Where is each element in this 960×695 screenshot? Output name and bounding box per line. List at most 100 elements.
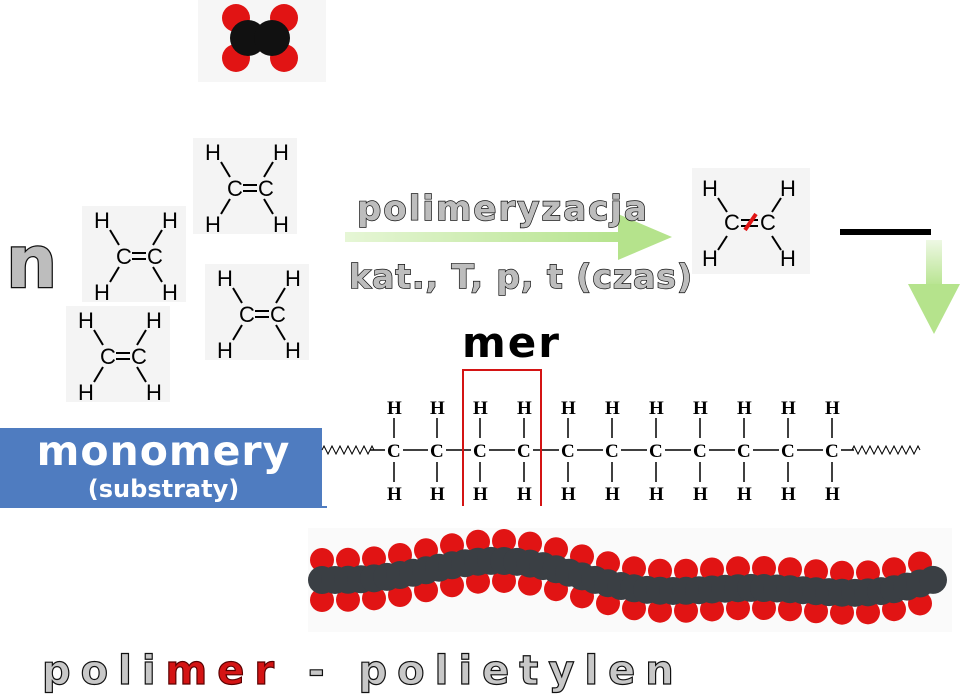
- hydrogen-sphere: [414, 578, 438, 603]
- carbon-sphere: [672, 576, 700, 605]
- carbon-sphere: [360, 564, 388, 593]
- carbon-sphere: [919, 565, 947, 594]
- footer-prefix: poli: [41, 647, 166, 694]
- carbon-atom: C: [473, 441, 487, 462]
- carbon-sphere: [802, 577, 830, 606]
- svg-text:H: H: [780, 176, 796, 201]
- footer-title: polimer - polietylen: [41, 647, 684, 694]
- hydrogen-sphere: [856, 560, 880, 585]
- carbon-sphere: [529, 552, 557, 581]
- chain-end-left: [321, 444, 375, 456]
- hydrogen-sphere: [544, 577, 568, 602]
- svg-text:C: C: [760, 210, 776, 235]
- hydrogen-atom: H: [693, 398, 708, 419]
- hydrogen-sphere: [726, 556, 750, 581]
- hydrogen-atom: H: [605, 398, 620, 419]
- hydrogen-sphere: [466, 569, 490, 594]
- carbon-sphere: [581, 565, 609, 594]
- arrow-top-label: polimeryzacja: [357, 189, 649, 229]
- hydrogen-sphere: [882, 557, 906, 582]
- hydrogen-sphere: [596, 551, 620, 576]
- carbon-sphere: [659, 576, 687, 605]
- hydrogen-atom: H: [430, 398, 445, 419]
- carbon-sphere: [451, 549, 479, 578]
- hydrogen-sphere: [518, 571, 542, 596]
- hydrogen-sphere: [336, 547, 360, 572]
- carbon-sphere: [750, 574, 778, 603]
- monomery-box: [0, 428, 327, 508]
- carbon-atom: C: [605, 441, 619, 462]
- hydrogen-atom: H: [737, 398, 752, 419]
- carbon-sphere: [815, 578, 843, 607]
- hydrogen-atom: H: [781, 398, 796, 419]
- carbon-sphere: [867, 577, 895, 606]
- hydrogen-sphere: [856, 600, 880, 625]
- carbon-sphere: [516, 549, 544, 578]
- svg-text:H: H: [702, 246, 718, 271]
- hydrogen-atom: H: [387, 398, 402, 419]
- carbon-sphere: [880, 575, 908, 604]
- carbon-sphere: [711, 574, 739, 603]
- monomery-subtitle: (substraty): [87, 475, 240, 503]
- coefficient-n: n: [6, 220, 57, 304]
- carbon-atom: C: [693, 441, 707, 462]
- hydrogen-atom: H: [693, 484, 708, 505]
- carbon-sphere: [828, 578, 856, 607]
- hydrogen-sphere: [362, 586, 386, 611]
- mer-highlight-box: [462, 369, 542, 506]
- hydrogen-atom: H: [430, 484, 445, 505]
- hydrogen-atom: H: [473, 484, 488, 505]
- footer-highlight: mer: [165, 647, 285, 694]
- hydrogen-atom: H: [605, 484, 620, 505]
- hydrogen-sphere: [336, 587, 360, 612]
- hydrogen-sphere: [310, 548, 334, 573]
- chain-end-right: [851, 444, 921, 456]
- hydrogen-sphere: [752, 596, 776, 621]
- carbon-sphere: [555, 558, 583, 587]
- hydrogen-sphere: [622, 556, 646, 581]
- hydrogen-sphere: [674, 598, 698, 623]
- carbon-atom: C: [825, 441, 839, 462]
- hydrogen-sphere: [388, 583, 412, 608]
- hydrogen-atom: H: [517, 484, 532, 505]
- hydrogen-sphere: [362, 546, 386, 571]
- carbon-sphere: [776, 575, 804, 604]
- hydrogen-sphere: [440, 573, 464, 598]
- hydrogen-sphere: [648, 558, 672, 583]
- hydrogen-sphere: [622, 596, 646, 621]
- carbon-sphere: [386, 561, 414, 590]
- hydrogen-sphere: [804, 559, 828, 584]
- carbon-sphere: [698, 575, 726, 604]
- carbon-sphere: [399, 558, 427, 587]
- carbon-atom: C: [387, 441, 401, 462]
- hydrogen-sphere: [908, 591, 932, 616]
- carbon-sphere: [438, 551, 466, 580]
- hydrogen-sphere: [570, 584, 594, 609]
- carbon-sphere: [646, 576, 674, 605]
- carbon-sphere: [464, 547, 492, 576]
- carbon-sphere: [347, 565, 375, 594]
- hydrogen-sphere: [310, 588, 334, 613]
- hydrogen-sphere: [648, 598, 672, 623]
- hydrogen-sphere: [674, 558, 698, 583]
- hydrogen-atom: H: [781, 484, 796, 505]
- hydrogen-sphere: [492, 568, 516, 593]
- hydrogen-sphere: [830, 600, 854, 625]
- carbon-sphere: [503, 547, 531, 576]
- hydrogen-sphere: [700, 557, 724, 582]
- hydrogen-sphere: [388, 543, 412, 568]
- svg-text:H: H: [780, 246, 796, 271]
- svg-text:H: H: [702, 176, 718, 201]
- carbon-sphere: [334, 565, 362, 594]
- carbon-sphere: [724, 574, 752, 603]
- carbon-atom: C: [430, 441, 444, 462]
- carbon-atom: C: [561, 441, 575, 462]
- footer-suffix: - polietylen: [284, 647, 684, 694]
- carbon-atom: C: [737, 441, 751, 462]
- hydrogen-sphere: [570, 544, 594, 569]
- hydrogen-sphere: [908, 551, 932, 576]
- hydrogen-sphere: [726, 596, 750, 621]
- hydrogen-atom: H: [561, 484, 576, 505]
- carbon-sphere: [321, 565, 349, 594]
- hydrogen-sphere: [778, 597, 802, 622]
